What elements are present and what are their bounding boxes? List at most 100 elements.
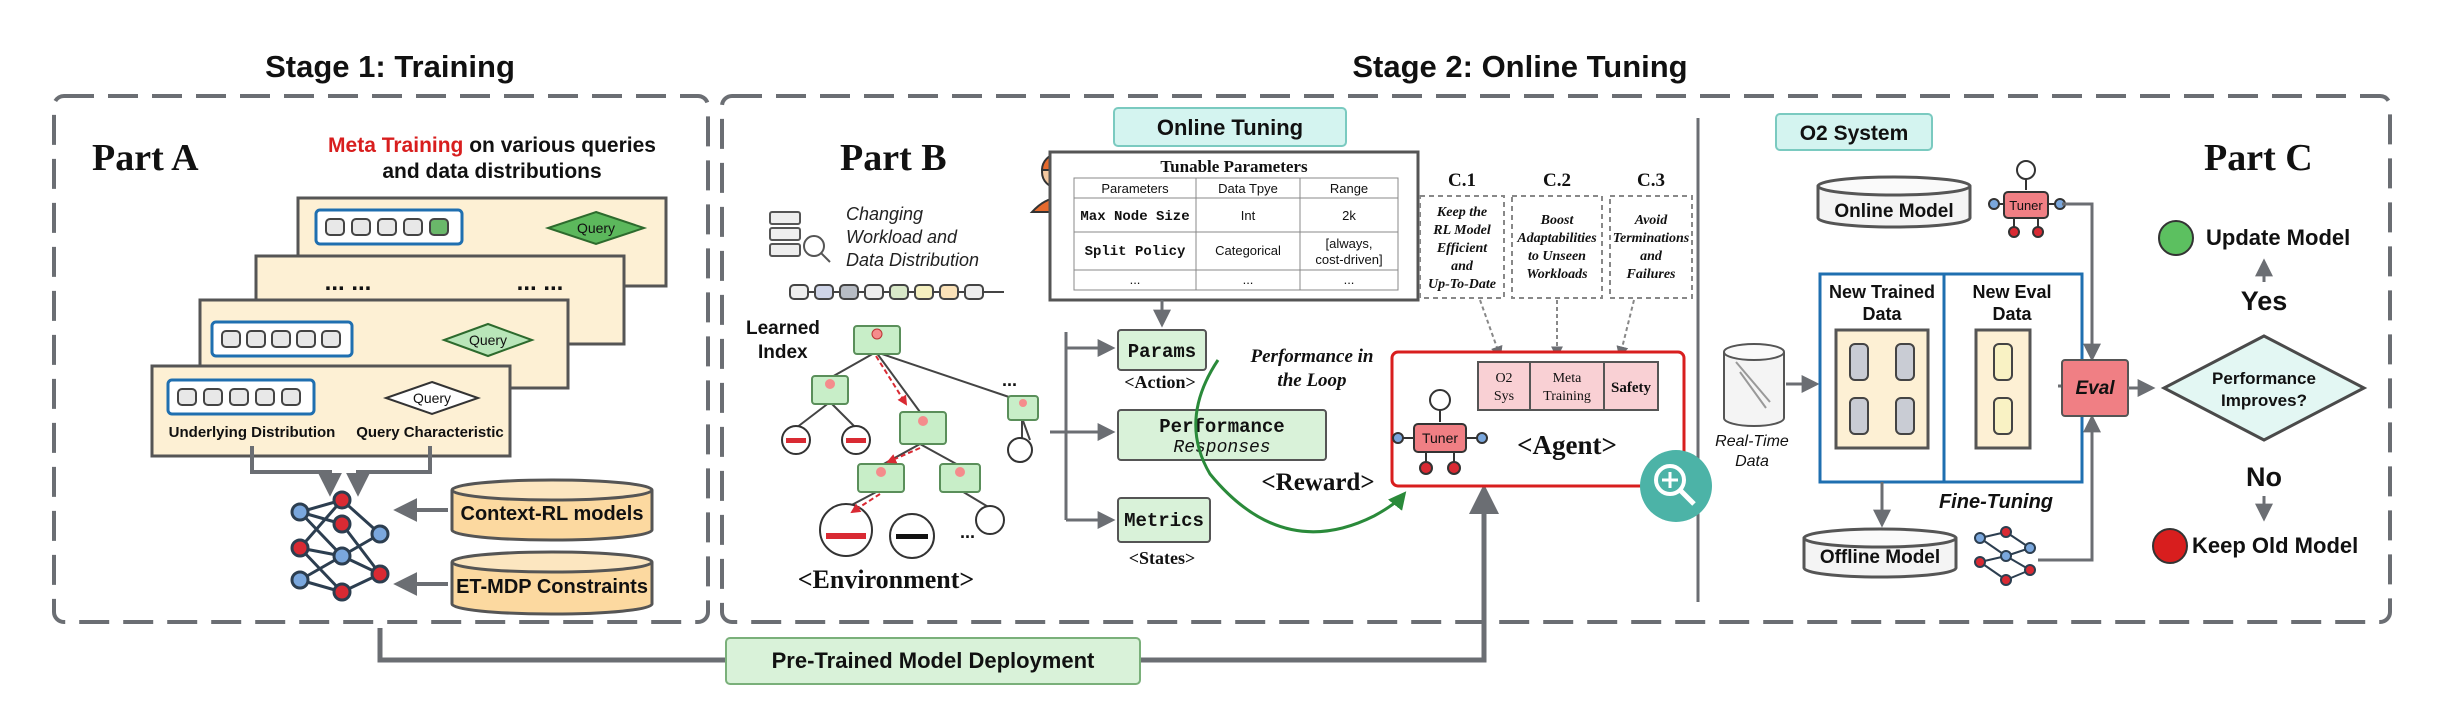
index-node-l3-a	[857, 463, 905, 493]
c2-box	[1511, 195, 1603, 299]
row2-range-line: [always,	[1326, 236, 1373, 251]
meta-training-caption: Meta Training on various queries	[328, 134, 656, 157]
new-eval-line2: Data	[1992, 304, 2032, 324]
decision-diamond	[2160, 334, 2368, 442]
row1-parameter: Max Node Size	[1080, 209, 1189, 225]
row2-datatype: Categorical	[1215, 243, 1281, 258]
index-ellipsis-1: ...	[1002, 370, 1017, 390]
context-rl-label: Context-RL models	[461, 503, 644, 525]
changing-line1: Changing	[846, 204, 923, 224]
stage2-frame	[720, 94, 2392, 624]
agent-tuner-robot-icon	[1392, 389, 1488, 475]
changing-line2: Workload and	[846, 227, 958, 247]
index-node-l3-b	[939, 463, 981, 493]
c3-text-1: Avoid	[1634, 213, 1668, 228]
query-label-2: Query	[469, 332, 507, 348]
new-trained-line2: Data	[1862, 304, 1902, 324]
c1-text-3: Efficient	[1436, 241, 1488, 256]
c2-text-1: Boost	[1540, 213, 1575, 228]
decision-line2: Improves?	[2221, 391, 2307, 410]
offline-model-label: Offline Model	[1820, 547, 1940, 568]
new-eval-blocks	[1993, 343, 2013, 435]
row1-range: 2k	[1342, 208, 1356, 223]
col-header-datatype: Data Tpye	[1218, 181, 1278, 196]
deployment-box	[725, 637, 1141, 685]
etmdp-cylinder	[450, 550, 654, 616]
meta-training-red: Meta Training	[328, 134, 463, 157]
learned-index-line2: Index	[758, 342, 808, 363]
states-label: <States>	[1129, 548, 1196, 568]
query-label-4: Query	[577, 220, 615, 236]
index-red-arrows	[850, 355, 921, 514]
perf-loop-line1: Performance in	[1250, 346, 1374, 367]
fine-tuning-label: Fine-Tuning	[1939, 491, 2053, 513]
part-b-label: Part B	[840, 137, 947, 179]
index-leaf-circles	[781, 425, 1033, 559]
row2-range-line: cost-driven]	[1315, 252, 1382, 267]
c3-text-3: and	[1640, 249, 1663, 264]
deployment-label: Pre-Trained Model Deployment	[772, 648, 1095, 673]
new-trained-blocks	[1849, 343, 1915, 435]
row3-parameter: ...	[1130, 272, 1141, 287]
yes-label: Yes	[2241, 286, 2288, 316]
arrow-tuner-to-eval	[2062, 202, 2101, 362]
perf-loop-line2: the Loop	[1277, 370, 1346, 391]
row1-datatype: Int	[1241, 208, 1256, 223]
stage1-title: Stage 1: Training	[265, 49, 515, 84]
new-trained-line1: New Trained	[1829, 282, 1935, 302]
row3-range: ...	[1344, 272, 1355, 287]
keep-model-indicator	[2152, 528, 2188, 564]
c-tuner-robot-icon	[1988, 160, 2066, 238]
underlying-distribution-label: Underlying Distribution	[169, 424, 336, 441]
metrics-label: Metrics	[1124, 510, 1204, 532]
c1-title: C.1	[1448, 170, 1476, 191]
c1-text-5: Up-To-Date	[1428, 277, 1496, 292]
query-label-1: Query	[413, 390, 451, 406]
chain-nodes-2	[221, 330, 341, 348]
part-c-label: Part C	[2204, 137, 2313, 179]
row3-datatype: ...	[1243, 272, 1254, 287]
database-search-icon	[769, 211, 831, 263]
realtime-data-cylinder	[1723, 343, 1785, 427]
arrow-query-to-network	[346, 446, 432, 497]
row2-range: [always,cost-driven]	[1315, 236, 1382, 267]
reward-label: <Reward>	[1261, 469, 1374, 496]
query-diamond-2	[441, 322, 535, 358]
online-tuning-header	[1113, 107, 1347, 147]
agent-o2sys-2: Sys	[1494, 389, 1514, 404]
c1-text-4: and	[1451, 259, 1474, 274]
agent-meta-1: Meta	[1553, 371, 1583, 386]
index-node-root	[853, 325, 901, 355]
row2-parameter: Split Policy	[1085, 244, 1186, 260]
query-characteristic-label: Query Characteristic	[356, 424, 504, 441]
changing-line3: Data Distribution	[846, 250, 979, 270]
etmdp-label: ET-MDP Constraints	[456, 576, 648, 598]
offline-model-cylinder	[1802, 527, 1958, 579]
card-dots-right: ... ...	[517, 269, 564, 296]
update-model-label: Update Model	[2206, 225, 2350, 250]
online-model-cylinder	[1816, 175, 1972, 229]
update-model-indicator	[2158, 220, 2194, 256]
c1-text-2: RL Model	[1432, 223, 1491, 238]
workload-chain	[789, 284, 1004, 300]
c1-box	[1419, 195, 1505, 299]
index-node-l2-right	[1007, 395, 1039, 421]
performance-label: Performance	[1159, 416, 1284, 438]
c3-box	[1609, 195, 1693, 299]
decision-line1: Performance	[2212, 369, 2316, 388]
meta-training-caption-line2: and data distributions	[382, 160, 601, 183]
arrow-offline-to-eval	[2038, 414, 2101, 562]
zoom-icon	[1640, 450, 1712, 522]
c2-text-4: Workloads	[1526, 267, 1588, 282]
params-label: Params	[1128, 341, 1196, 363]
index-node-l2-left	[811, 375, 849, 405]
query-diamond-1	[382, 380, 482, 416]
chain-nodes-4	[325, 218, 449, 236]
o2-system-label: O2 System	[1800, 122, 1909, 145]
agent-safety: Safety	[1611, 380, 1651, 396]
meta-training-rest: on various queries	[463, 134, 656, 157]
card-dots-left: ... ...	[325, 269, 372, 296]
realtime-data-line1: Real-Time	[1715, 433, 1789, 450]
arrow-distribution-to-network	[250, 446, 342, 497]
